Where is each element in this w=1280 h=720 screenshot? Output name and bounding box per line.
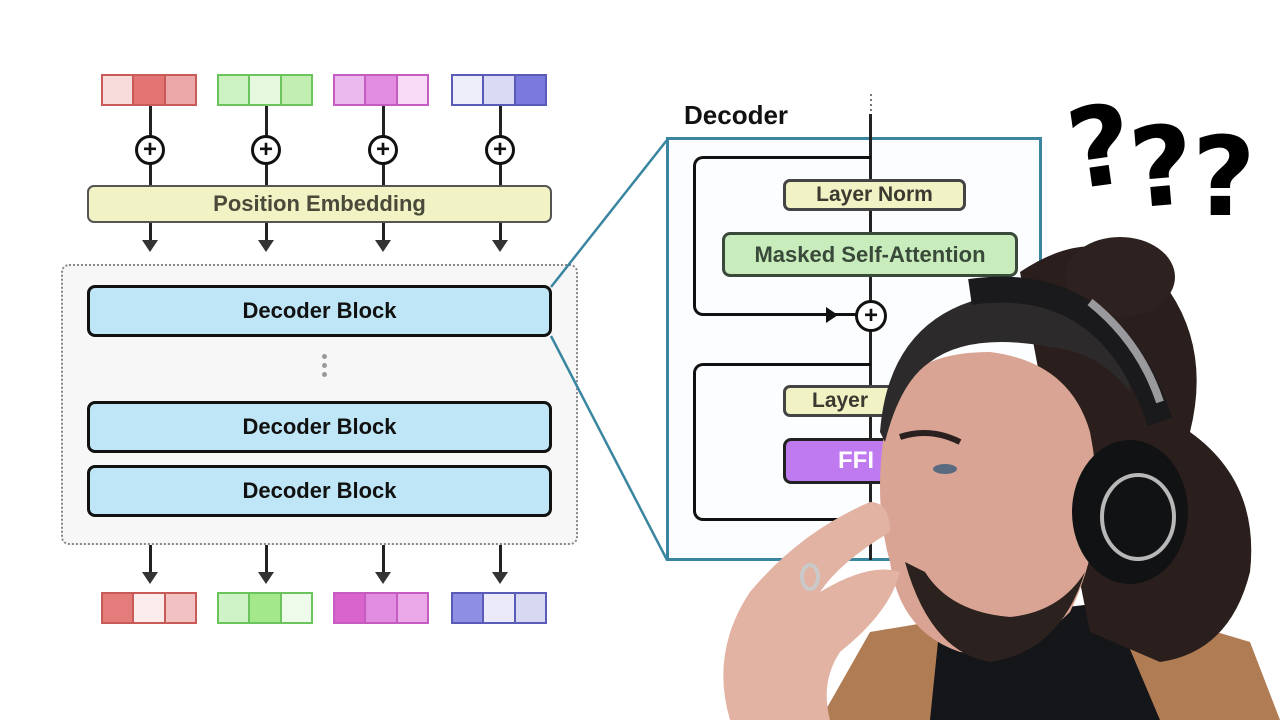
question-mark: ? — [1192, 113, 1256, 241]
input-token — [333, 74, 429, 106]
token-cell — [482, 76, 514, 104]
token-cell — [219, 76, 249, 104]
output-token — [217, 592, 313, 624]
token-cell — [219, 594, 249, 622]
position-embedding-block: Position Embedding — [87, 185, 552, 223]
token-cell — [513, 76, 545, 104]
token-cell — [279, 76, 311, 104]
headphones-earcup — [1072, 440, 1188, 584]
add-icon: + — [855, 300, 887, 332]
layer-norm-block: Layer Norm — [783, 179, 966, 211]
token-cell — [364, 594, 396, 622]
token-cell — [248, 76, 280, 104]
token-cell — [395, 76, 427, 104]
token-cell — [132, 76, 164, 104]
connector-line — [382, 545, 385, 573]
zoom-line-top — [550, 139, 668, 288]
connector-line — [499, 545, 502, 573]
connector-line — [149, 545, 152, 573]
presenter-photo — [723, 237, 1280, 720]
connector-line — [382, 223, 385, 241]
connector-line — [265, 545, 268, 573]
beard — [905, 562, 1085, 662]
headphones-band — [968, 276, 1173, 427]
input-token — [217, 74, 313, 106]
ellipsis-icon — [322, 354, 327, 381]
token-cell — [335, 76, 365, 104]
token-cell — [335, 594, 365, 622]
arrow-down-icon — [258, 572, 274, 584]
add-icon: + — [368, 135, 398, 165]
token-cell — [103, 594, 133, 622]
add-icon: + — [135, 135, 165, 165]
decoder-block: Decoder Block — [87, 465, 552, 517]
arrow-right-icon — [826, 307, 838, 323]
token-cell — [163, 594, 195, 622]
arrow-down-icon — [492, 240, 508, 252]
token-cell — [364, 76, 396, 104]
arrow-down-icon — [258, 240, 274, 252]
arrow-down-icon — [492, 572, 508, 584]
hair-bun — [1065, 237, 1175, 317]
decoder-block: Decoder Block — [87, 285, 552, 337]
token-cell — [163, 76, 195, 104]
connector-line — [499, 223, 502, 241]
add-icon: + — [485, 135, 515, 165]
token-cell — [103, 76, 133, 104]
token-cell — [453, 594, 483, 622]
token-cell — [482, 594, 514, 622]
decoder-block: Decoder Block — [87, 401, 552, 453]
connector-line — [149, 223, 152, 241]
token-cell — [279, 594, 311, 622]
arrow-down-icon — [142, 572, 158, 584]
arrow-down-icon — [375, 572, 391, 584]
token-cell — [132, 594, 164, 622]
token-cell — [513, 594, 545, 622]
zoom-line-bottom — [549, 335, 669, 561]
decoder-detail-title: Decoder — [684, 100, 789, 130]
residual-skip-2 — [693, 363, 871, 521]
masked-self-attention-block: Masked Self-Attention — [722, 232, 1018, 277]
output-token — [451, 592, 547, 624]
output-token — [101, 592, 197, 624]
token-cell — [395, 594, 427, 622]
hand — [723, 502, 900, 720]
residual-stream-line — [869, 114, 872, 560]
hair-top — [880, 292, 1130, 442]
arrow-down-icon — [375, 240, 391, 252]
face — [880, 352, 1097, 654]
token-cell — [453, 76, 483, 104]
residual-skip-1 — [693, 156, 871, 316]
connector-line — [265, 223, 268, 241]
question-mark: ? — [1124, 100, 1200, 234]
input-token — [451, 74, 547, 106]
output-token — [333, 592, 429, 624]
arrow-down-icon — [142, 240, 158, 252]
token-cell — [248, 594, 280, 622]
add-icon: + — [251, 135, 281, 165]
input-token — [101, 74, 197, 106]
ring — [800, 563, 820, 591]
